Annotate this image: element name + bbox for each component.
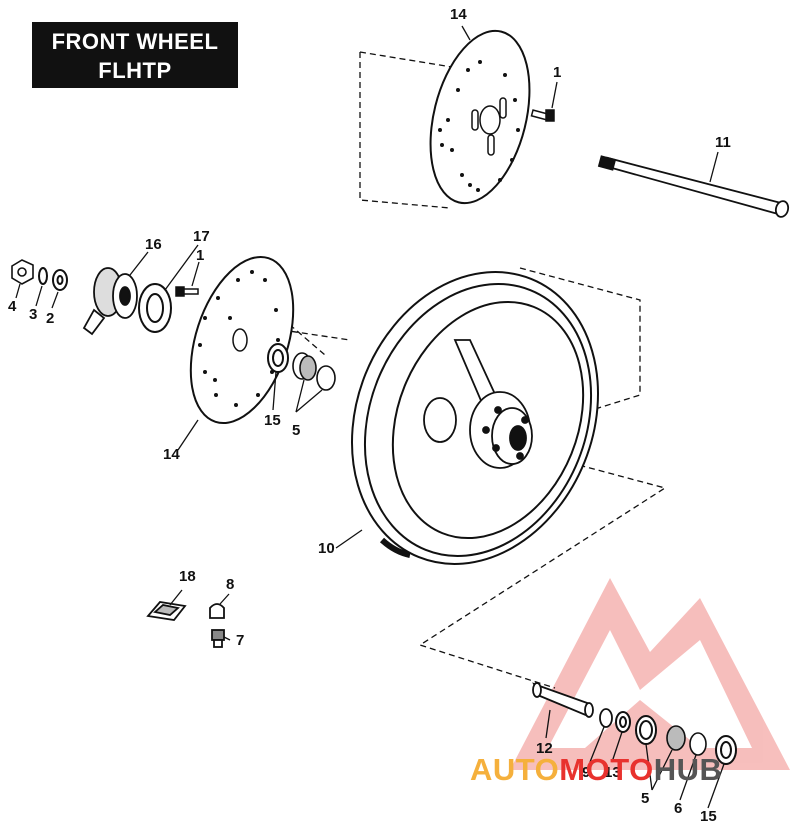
seal-bottom bbox=[715, 735, 737, 765]
flat-washer bbox=[52, 269, 68, 291]
bearing-cone-left bbox=[292, 352, 317, 381]
diagram-title: FRONT WHEEL FLHTP bbox=[32, 22, 238, 88]
axle bbox=[597, 155, 790, 218]
valve-stem bbox=[211, 629, 225, 648]
bearing-cone-bottom bbox=[666, 725, 686, 751]
callout-8: 8 bbox=[226, 576, 235, 593]
bolt-mid bbox=[175, 286, 199, 297]
watermark-text: AUTOMOTOHUB bbox=[470, 752, 722, 788]
callout-12: 12 bbox=[536, 740, 553, 757]
callout-9: 9 bbox=[582, 764, 591, 781]
axle-nut bbox=[11, 259, 34, 285]
callout-15-bottom: 15 bbox=[700, 808, 717, 825]
title-line-1: FRONT WHEEL bbox=[51, 29, 219, 54]
disc-left-holes bbox=[198, 270, 280, 407]
watermark-auto: AUTO bbox=[470, 752, 560, 787]
callout-11: 11 bbox=[715, 134, 731, 151]
washer-13 bbox=[615, 711, 631, 733]
callout-14-left: 14 bbox=[163, 446, 180, 463]
callout-2: 2 bbox=[46, 310, 55, 327]
callout-16: 16 bbox=[145, 236, 162, 253]
seal-left bbox=[267, 343, 289, 373]
callout-3: 3 bbox=[29, 306, 38, 323]
valve-cap bbox=[209, 603, 225, 619]
callout-17: 17 bbox=[193, 228, 210, 245]
leader-lines bbox=[15, 25, 725, 809]
title-line-2: FLHTP bbox=[98, 58, 172, 83]
valve-cap-pad bbox=[146, 601, 187, 621]
brake-disc-top bbox=[429, 29, 531, 205]
callout-13: 13 bbox=[604, 764, 621, 781]
lock-washer bbox=[38, 267, 48, 285]
callout-7: 7 bbox=[236, 632, 245, 649]
washer-9 bbox=[599, 708, 613, 728]
callout-14-top: 14 bbox=[450, 6, 467, 23]
callout-1-top: 1 bbox=[553, 64, 562, 81]
brake-disc-left bbox=[189, 255, 295, 425]
watermark-moto: MOTO bbox=[559, 752, 654, 787]
axle-spacer bbox=[532, 682, 594, 718]
watermark-logo bbox=[510, 578, 790, 770]
bolt-top bbox=[530, 109, 555, 122]
bearing-cup-left bbox=[316, 365, 336, 391]
callout-6: 6 bbox=[674, 800, 683, 817]
callout-4: 4 bbox=[8, 298, 17, 315]
bearing-cup-bottom bbox=[635, 715, 657, 745]
disc-top-holes bbox=[438, 60, 520, 192]
callout-5-bottom: 5 bbox=[641, 790, 650, 807]
callout-5-left: 5 bbox=[292, 422, 301, 439]
watermark-hub: HUB bbox=[653, 752, 723, 787]
callout-18: 18 bbox=[179, 568, 196, 585]
callout-15-left: 15 bbox=[264, 412, 281, 429]
spacer-ring bbox=[138, 283, 172, 333]
callout-1-mid: 1 bbox=[196, 247, 205, 264]
spacer-6 bbox=[689, 732, 707, 756]
callout-10: 10 bbox=[318, 540, 335, 557]
speedometer-drive bbox=[82, 267, 138, 336]
wheel-hub bbox=[423, 339, 533, 469]
